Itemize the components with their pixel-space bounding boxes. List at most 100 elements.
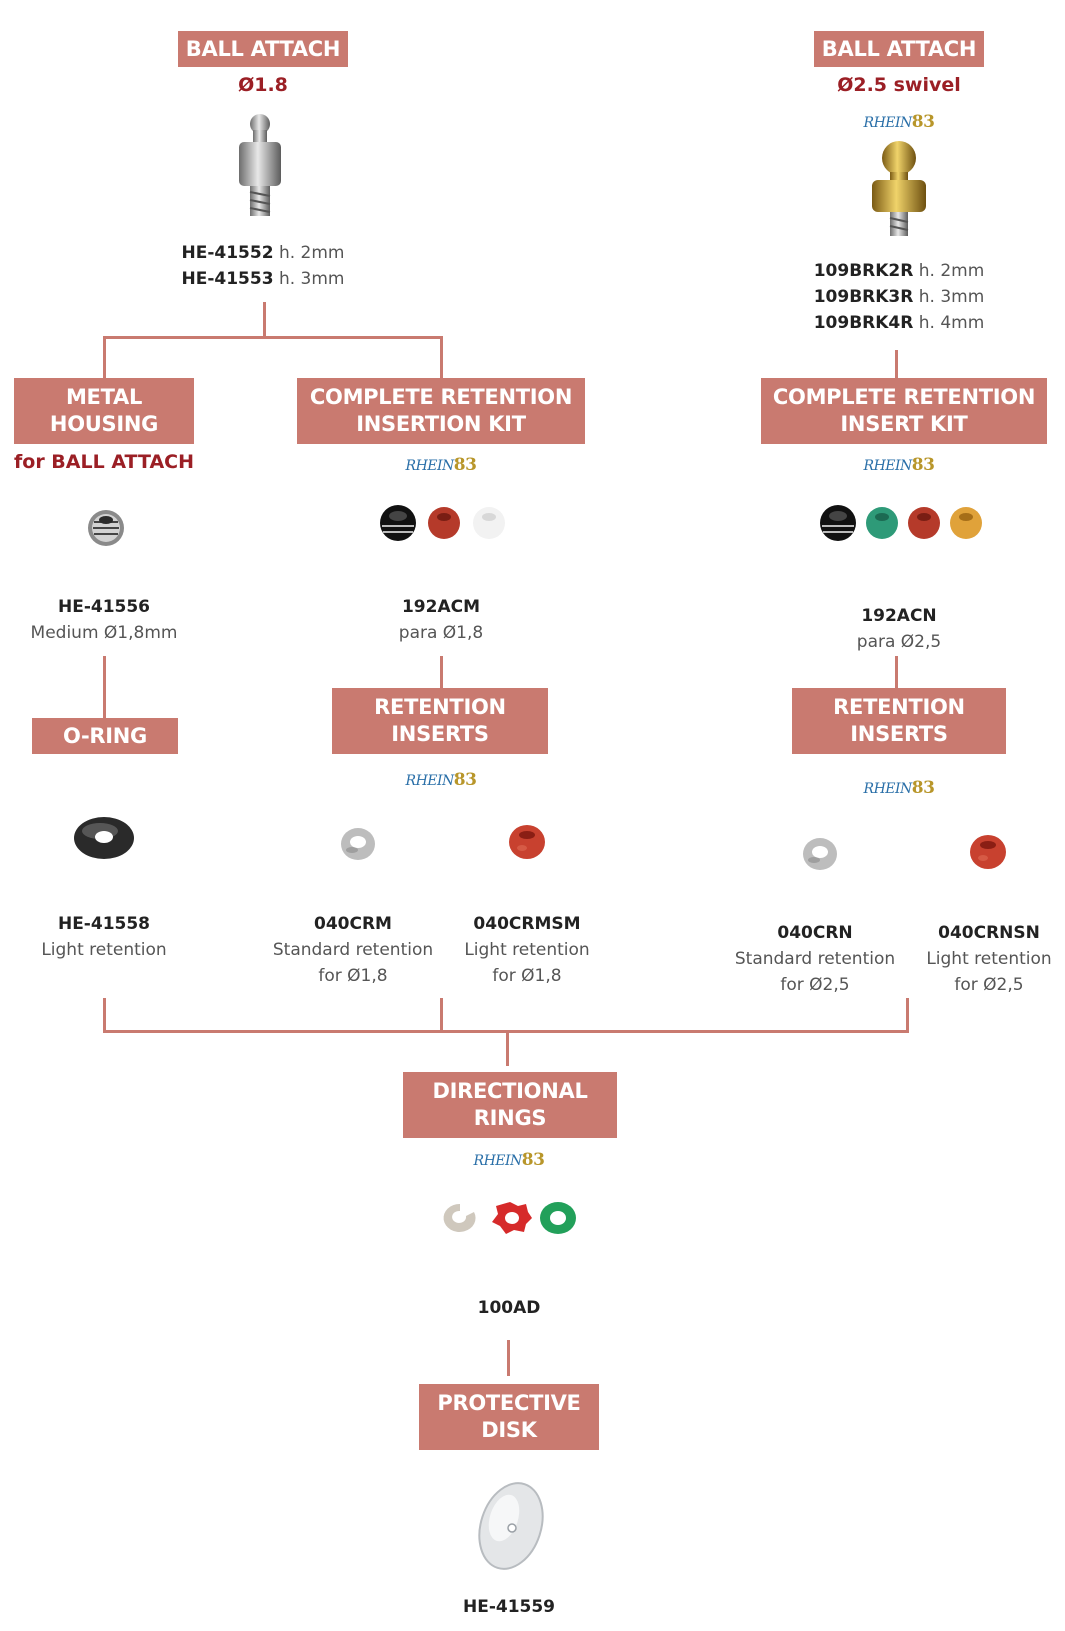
- retention-inserts-25-title-1: RETENTION: [833, 695, 965, 719]
- metal-housing-box: METAL HOUSING: [14, 378, 194, 444]
- insert-light-18-code: 040CRMSM Light retention for Ø1,8: [464, 911, 589, 989]
- ball-attach-18-codes: HE-41552 h. 2mm HE-41553 h. 3mm: [182, 240, 345, 292]
- rhein83-logo: RHEIN83: [864, 778, 935, 798]
- protective-disk-title-2: DISK: [481, 1418, 537, 1442]
- metal-housing-title-1: METAL: [65, 385, 143, 409]
- retention-inserts-25-title-2: INSERTS: [850, 722, 948, 746]
- rhein83-logo: RHEIN83: [406, 770, 477, 790]
- o-ring-code: HE-41558 Light retention: [41, 911, 166, 963]
- logo-text-a: RHEIN: [405, 458, 455, 474]
- logo-text-b: 83: [911, 455, 935, 475]
- insert-standard-25-image: [803, 838, 837, 870]
- part-number: HE-41553: [181, 269, 274, 289]
- part-number: 040CRMSM: [473, 914, 581, 934]
- part-desc: h. 2mm: [918, 261, 985, 281]
- part-desc: h. 4mm: [918, 313, 985, 333]
- retention-kit-25-code: 192ACN para Ø2,5: [857, 603, 941, 655]
- part-desc: Light retention: [926, 949, 1052, 969]
- connector-line: [103, 656, 106, 720]
- code-row: HE-41553 h. 3mm: [182, 266, 345, 292]
- o-ring-title: O-RING: [63, 723, 147, 748]
- logo-text-a: RHEIN: [863, 115, 913, 131]
- retention-kit-25-title-2: INSERT KIT: [840, 412, 968, 436]
- insert-light-18-image: [509, 825, 545, 859]
- logo-text-b: 83: [911, 112, 935, 132]
- connector-line: [263, 302, 266, 338]
- insert-light-25-code: 040CRNSN Light retention for Ø2,5: [926, 920, 1051, 998]
- ball-attach-18-box: BALL ATTACH: [178, 31, 348, 67]
- connector-line: [440, 998, 443, 1032]
- part-desc: for Ø1,8: [318, 966, 388, 986]
- part-number: 040CRM: [314, 914, 392, 934]
- retention-kit-25-title-1: COMPLETE RETENTION: [772, 385, 1036, 409]
- part-desc: for Ø2,5: [954, 975, 1024, 995]
- part-number: HE-41558: [57, 914, 151, 934]
- retention-kit-18-title-1: COMPLETE RETENTION: [309, 385, 573, 409]
- logo-text-b: 83: [453, 455, 477, 475]
- rhein83-logo: RHEIN83: [474, 1150, 545, 1170]
- insert-standard-18-code: 040CRM Standard retention for Ø1,8: [273, 911, 433, 989]
- logo-text-b: 83: [911, 778, 935, 798]
- code-row: 109BRK4R h. 4mm: [814, 310, 985, 336]
- connector-line: [103, 336, 106, 384]
- ball-attach-25-box: BALL ATTACH: [814, 31, 984, 67]
- insert-standard-18-image: [341, 828, 375, 860]
- logo-text-b: 83: [521, 1150, 545, 1170]
- retention-inserts-18-box: RETENTION INSERTS: [332, 688, 548, 754]
- part-desc: Standard retention: [734, 949, 896, 969]
- protective-disk-code: HE-41559: [463, 1594, 555, 1620]
- retention-kit-18-code: 192ACM para Ø1,8: [399, 594, 483, 646]
- retention-kit-25-image: [820, 505, 982, 541]
- logo-text-a: RHEIN: [473, 1153, 523, 1169]
- part-number: 109BRK3R: [813, 287, 914, 307]
- retention-kit-18-title-2: INSERTION KIT: [356, 412, 526, 436]
- connector-line: [507, 1340, 510, 1376]
- part-desc: Medium Ø1,8mm: [30, 623, 178, 643]
- directional-rings-title-2: RINGS: [473, 1106, 547, 1130]
- code-row: 109BRK2R h. 2mm: [814, 258, 985, 284]
- part-desc: h. 3mm: [278, 269, 345, 289]
- connector-line: [103, 998, 106, 1032]
- ball-attach-18-title: BALL ATTACH: [185, 36, 341, 61]
- part-desc: for Ø2,5: [780, 975, 850, 995]
- code-row: HE-41552 h. 2mm: [182, 240, 345, 266]
- metal-housing-title-2: HOUSING: [49, 412, 159, 436]
- insert-light-25-image: [970, 835, 1006, 869]
- part-desc: for Ø1,8: [492, 966, 562, 986]
- code-row: 109BRK3R h. 3mm: [814, 284, 985, 310]
- ball-attach-25-size: Ø2.5 swivel: [837, 74, 961, 96]
- ball-attach-25-codes: 109BRK2R h. 2mm 109BRK3R h. 3mm 109BRK4R…: [814, 258, 985, 336]
- protective-disk-image: [478, 1482, 544, 1570]
- part-number: HE-41559: [462, 1597, 556, 1617]
- part-desc: para Ø2,5: [856, 632, 942, 652]
- part-desc: Standard retention: [272, 940, 434, 960]
- ball-attach-25-image: [872, 141, 926, 236]
- connector-line: [440, 656, 443, 690]
- ball-attach-18-image: [239, 114, 281, 216]
- directional-rings-box: DIRECTIONAL RINGS: [403, 1072, 617, 1138]
- metal-housing-sub: for BALL ATTACH: [14, 451, 194, 473]
- part-desc: para Ø1,8: [398, 623, 484, 643]
- directional-rings-code: 100AD: [478, 1295, 541, 1321]
- connector-line: [440, 336, 443, 384]
- ball-attach-25-title: BALL ATTACH: [821, 36, 977, 61]
- retention-inserts-25-box: RETENTION INSERTS: [792, 688, 1006, 754]
- connector-line: [103, 336, 443, 339]
- part-number: HE-41556: [57, 597, 151, 617]
- retention-kit-18-box: COMPLETE RETENTION INSERTION KIT: [297, 378, 585, 444]
- connector-line: [506, 1030, 509, 1066]
- retention-inserts-18-title-1: RETENTION: [374, 695, 506, 719]
- part-number: 192ACN: [861, 606, 937, 626]
- retention-kit-18-image: [380, 505, 505, 541]
- logo-text-a: RHEIN: [863, 458, 913, 474]
- part-number: 040CRNSN: [938, 923, 1040, 943]
- directional-rings-title-1: DIRECTIONAL: [432, 1079, 588, 1103]
- directional-rings-image: [443, 1202, 576, 1234]
- logo-text-b: 83: [453, 770, 477, 790]
- retention-inserts-18-title-2: INSERTS: [391, 722, 489, 746]
- o-ring-image: [74, 817, 134, 859]
- o-ring-box: O-RING: [32, 718, 178, 754]
- part-number: 109BRK4R: [813, 313, 914, 333]
- part-number: 192ACM: [401, 597, 481, 617]
- part-number: HE-41552: [181, 243, 274, 263]
